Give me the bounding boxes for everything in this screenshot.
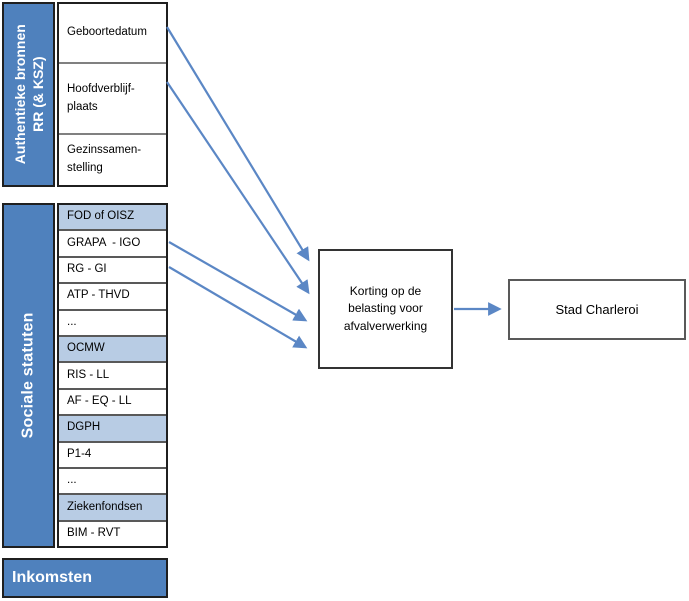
inkomsten-bar: Inkomsten [2,558,168,598]
process-box: Korting op de belasting voor afvalverwer… [318,249,453,369]
table-row: Hoofdverblijf- plaats [59,64,166,135]
table-row: RIS - LL [59,363,166,390]
arrow-rg-gi-to-process [168,266,308,349]
table-row: FOD of OISZ [59,205,166,232]
table-row: GRAPA - IGO [59,231,166,258]
inkomsten-label: Inkomsten [12,569,93,586]
target-box-label: Stad Charleroi [555,302,639,317]
table-row: DGPH [59,416,166,443]
process-box-label: Korting op de belasting voor afvalverwer… [343,283,428,333]
table-row: Gezinssamen- stelling [59,135,166,185]
authentieke-bronnen-label: Authentieke bronnen RR (& KSZ) [11,24,46,165]
target-box: Stad Charleroi [508,279,686,340]
table-row: ... [59,468,166,496]
arrow-geboortedatum-to-process [166,26,310,262]
table-row: Geboortedatum [59,4,166,64]
arrow-grapa-igo-to-process [168,241,308,322]
authentieke-bronnen-bar: Authentieke bronnen RR (& KSZ) [2,2,55,187]
table-row: Ziekenfondsen [59,495,166,522]
table-row: ... [59,310,166,337]
sociale-statuten-bar: Sociale statuten [2,203,55,548]
table-row: OCMW [59,336,166,364]
table-row: BIM - RVT [59,521,166,547]
authentieke-bronnen-table: Geboortedatum Hoofdverblijf- plaats Gezi… [57,2,168,187]
sociale-statuten-table: FOD of OISZ GRAPA - IGO RG - GI ATP - TH… [57,203,168,548]
table-row: P1-4 [59,442,166,469]
table-row: ATP - THVD [59,284,166,311]
table-row: AF - EQ - LL [59,389,166,417]
arrow-hoofdverblijfplaats-to-process [166,81,310,295]
table-row: RG - GI [59,257,166,285]
sociale-statuten-label: Sociale statuten [19,312,37,439]
